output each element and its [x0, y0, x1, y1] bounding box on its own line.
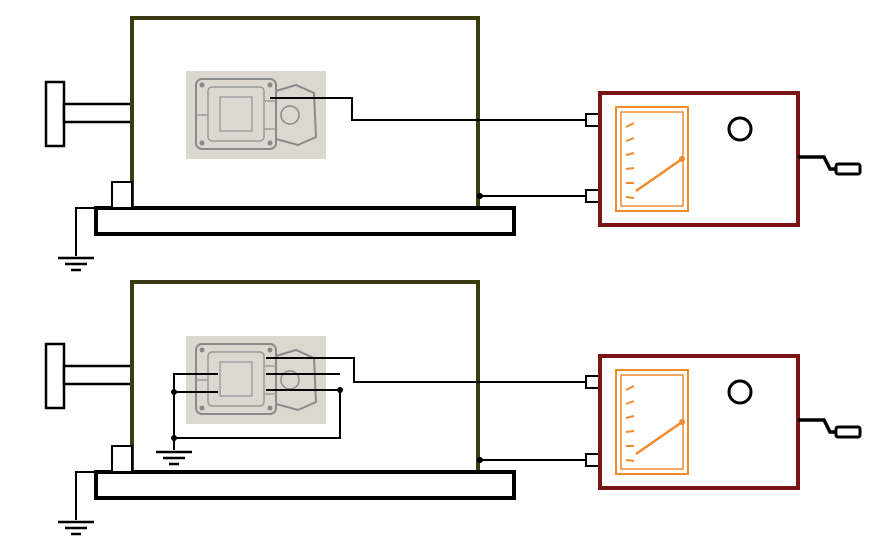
- ground-wire-bottom: [75, 471, 96, 520]
- base-plate-top: [94, 206, 516, 236]
- ground-symbol-top: [56, 256, 96, 272]
- crank-handle-top: [796, 155, 862, 176]
- frame-node-top: [477, 193, 483, 199]
- shaft-flange-bottom: [44, 342, 66, 410]
- meter-terminal-earth-top: [585, 189, 601, 203]
- winding-short-wiring: [173, 357, 592, 450]
- megger-bottom: [598, 354, 800, 490]
- junction-node-2: [171, 435, 177, 441]
- setup-top: [44, 16, 862, 272]
- megger-top: [598, 91, 800, 227]
- setup-bottom: [44, 280, 862, 536]
- meter-terminal-earth-bottom: [585, 453, 601, 467]
- ground-terminal-bottom: [111, 445, 133, 473]
- motor-photo-top: [185, 70, 327, 160]
- ground-symbol-bottom: [56, 520, 96, 536]
- junction-node-3: [337, 387, 343, 393]
- junction-node-1: [171, 389, 177, 395]
- base-plate-bottom: [94, 470, 516, 500]
- frame-node-bottom: [477, 457, 483, 463]
- shaft-bottom: [62, 364, 134, 386]
- shaft-flange-top: [44, 80, 66, 148]
- ground-wire-top: [75, 207, 96, 256]
- motor-photo-bottom: [185, 335, 327, 425]
- shaft-top: [62, 102, 134, 124]
- meter-terminal-line-bottom: [585, 375, 601, 389]
- meter-terminal-line-top: [585, 113, 601, 127]
- ground-terminal-top: [111, 181, 133, 209]
- crank-handle-bottom: [796, 418, 862, 439]
- winding-lead-top: [270, 97, 592, 121]
